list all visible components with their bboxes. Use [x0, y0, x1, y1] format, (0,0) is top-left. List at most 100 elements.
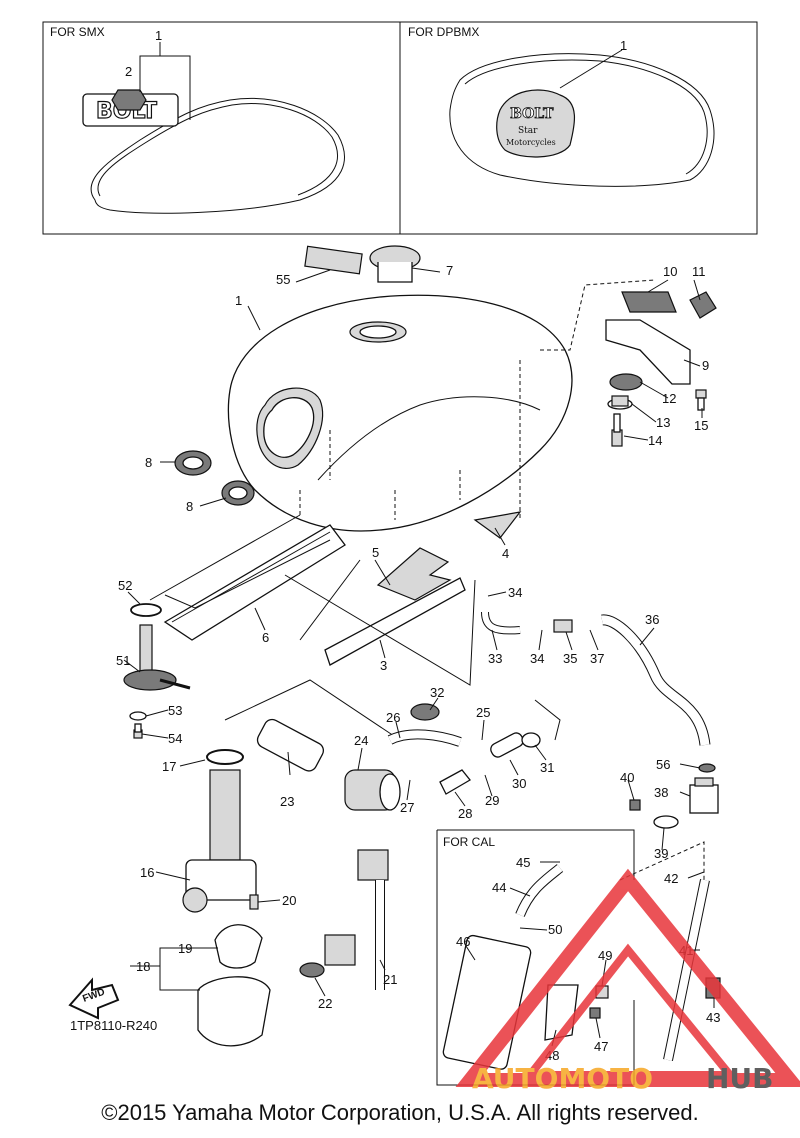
- callout: 37: [590, 651, 604, 666]
- part-39-clamp: [653, 815, 679, 829]
- part-6-side-panel: [163, 524, 346, 641]
- callout: 38: [654, 785, 668, 800]
- callout: 32: [430, 685, 444, 700]
- callout: 36: [645, 612, 659, 627]
- part-32-clip: [410, 703, 440, 721]
- inset-smx-title: FOR SMX: [50, 25, 105, 39]
- part-19-cover: [214, 924, 263, 969]
- smx-logo-badge: BOLT: [82, 89, 179, 127]
- dpbmx-logo-line1: BOLT: [510, 106, 554, 122]
- fuel-tank: [227, 294, 573, 532]
- callout: 7: [446, 263, 453, 278]
- part-26-hose: [387, 729, 462, 747]
- part-47-bolt: [589, 1007, 601, 1019]
- callout: 14: [648, 433, 662, 448]
- callout: 31: [540, 760, 554, 775]
- part-18-cover-assy: [197, 976, 271, 1047]
- part-14-bolt: [611, 413, 623, 447]
- callout: 20: [282, 893, 296, 908]
- callout: 55: [276, 272, 290, 287]
- callout: 39: [654, 846, 668, 861]
- callout: 5: [372, 545, 379, 560]
- part-5-pad: [376, 547, 452, 601]
- callout: 47: [594, 1039, 608, 1054]
- callout: 53: [168, 703, 182, 718]
- callout: 29: [485, 793, 499, 808]
- callout: 3: [380, 658, 387, 673]
- part-8-grommet-upper: [174, 450, 212, 476]
- callout: 13: [656, 415, 670, 430]
- inset-smx: FOR SMX BOLT: [42, 21, 401, 235]
- callout: 54: [168, 731, 182, 746]
- callout: 35: [563, 651, 577, 666]
- callout: 49: [598, 948, 612, 963]
- part-13-collar: [607, 395, 633, 410]
- part-3-strip: [324, 577, 466, 666]
- callout: 1: [155, 28, 162, 43]
- part-22-clamp: [299, 962, 325, 978]
- part-40-bolt: [629, 799, 641, 811]
- callout-numbers: 1 2 1 1 2 3 4 5 6 7 8 8 9 10 11 12 13 14…: [116, 28, 720, 1063]
- dpbmx-logo-line2: Star: [518, 126, 538, 136]
- diagram-code: 1TP8110-R240: [70, 1018, 157, 1033]
- dpbmx-logo-line3: Motorcycles: [506, 138, 556, 147]
- part-17-oring: [206, 749, 244, 765]
- part-7-cap: [369, 245, 421, 283]
- callout: 16: [140, 865, 154, 880]
- watermark-brand-b: HUB: [706, 1062, 774, 1095]
- dpbmx-logo-badge: BOLT Star Motorcycles: [496, 89, 576, 158]
- callout: 21: [383, 972, 397, 987]
- watermark-brand-a: AUTOMOTO: [472, 1062, 653, 1095]
- part-4-pad: [473, 511, 522, 539]
- part-20-screw: [249, 894, 259, 910]
- callout: 33: [488, 651, 502, 666]
- inset-cal-title: FOR CAL: [443, 835, 495, 849]
- callout: 22: [318, 996, 332, 1011]
- callout: 51: [116, 653, 130, 668]
- part-35-joint: [553, 619, 573, 633]
- callout: 2: [125, 64, 132, 79]
- part-15-bolt: [695, 389, 707, 411]
- part-55-label: [304, 245, 363, 275]
- part-28-fitting: [439, 769, 471, 795]
- part-56-clip: [698, 763, 716, 773]
- callout: 34: [530, 651, 544, 666]
- part-54-bolt: [133, 723, 143, 739]
- part-36-hose: [601, 614, 711, 746]
- watermark-logo: AUTOMOTO HUB: [455, 868, 800, 1095]
- part-53-washer: [129, 711, 147, 721]
- callout: 6: [262, 630, 269, 645]
- callout: 12: [662, 391, 676, 406]
- part-11-clip: [689, 291, 717, 319]
- part-10-bracket: [605, 291, 691, 385]
- inset-dpbmx: FOR DPBMX BOLT Star Motorcycles: [399, 21, 758, 235]
- callout: 30: [512, 776, 526, 791]
- callout: 42: [664, 871, 678, 886]
- callout: 52: [118, 578, 132, 593]
- callout: 10: [663, 264, 677, 279]
- callout: 8: [145, 455, 152, 470]
- callout: 4: [502, 546, 509, 561]
- callout: 1: [235, 293, 242, 308]
- callout: 18: [136, 959, 150, 974]
- callout: 50: [548, 922, 562, 937]
- fwd-arrow: FWD: [68, 977, 120, 1020]
- part-12-damper: [609, 373, 643, 391]
- callout: 43: [706, 1010, 720, 1025]
- part-52-oring: [130, 603, 162, 617]
- callout: 27: [400, 800, 414, 815]
- callout: 45: [516, 855, 530, 870]
- part-30-hose: [490, 732, 524, 758]
- callout: 19: [178, 941, 192, 956]
- callout: 25: [476, 705, 490, 720]
- callout: 11: [692, 264, 706, 279]
- callout: 23: [280, 794, 294, 809]
- callout: 28: [458, 806, 472, 821]
- callout: 46: [456, 934, 470, 949]
- callout: 40: [620, 770, 634, 785]
- part-31-clip: [521, 732, 541, 748]
- part-41-hose: [663, 878, 710, 1062]
- callout: 56: [656, 757, 670, 772]
- part-21-pipe: [324, 849, 389, 990]
